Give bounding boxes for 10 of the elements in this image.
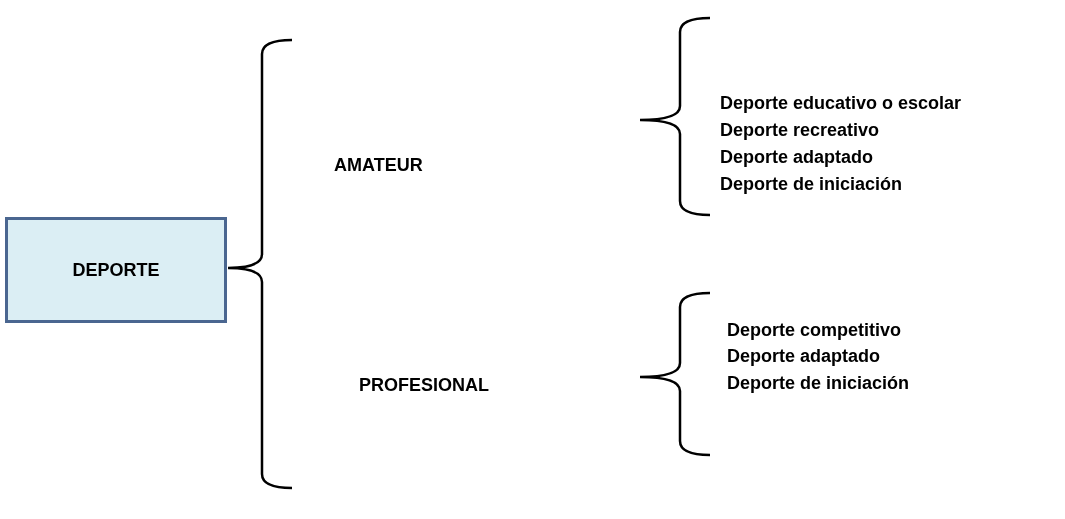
list-item: Deporte competitivo [727,319,902,341]
list-item: Deporte de iniciación [720,173,903,195]
category-label: PROFESIONAL [359,374,489,396]
category-label: AMATEUR [334,154,423,176]
list-item: Deporte de iniciación [727,372,910,394]
list-item: Deporte adaptado [727,345,881,367]
category-box: DEPORTE [5,217,227,323]
list-item: Deporte recreativo [720,119,880,141]
list-item: Deporte educativo o escolar [720,92,962,114]
list-item: Deporte adaptado [720,146,874,168]
